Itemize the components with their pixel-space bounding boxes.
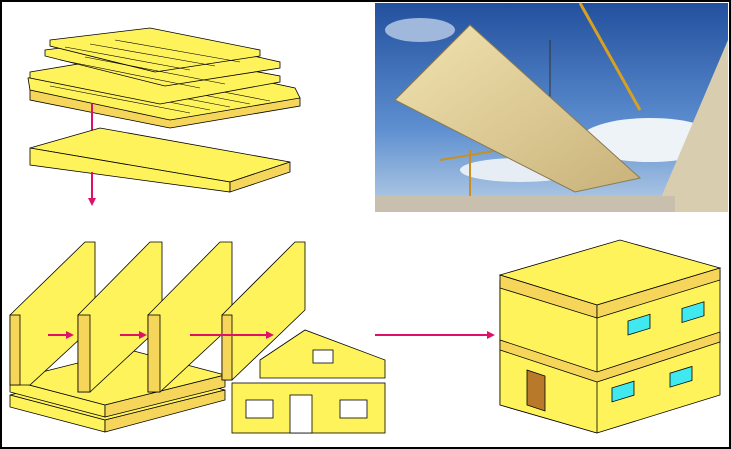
- front-wall: [231, 382, 386, 434]
- crane-lifting-panel-photo: [375, 2, 728, 212]
- clt-panel: [29, 127, 291, 193]
- wall-panels: [9, 241, 306, 393]
- gable-wall: [259, 329, 386, 379]
- layered-lamella-boards: [27, 27, 301, 129]
- two-storey-building: [498, 239, 722, 434]
